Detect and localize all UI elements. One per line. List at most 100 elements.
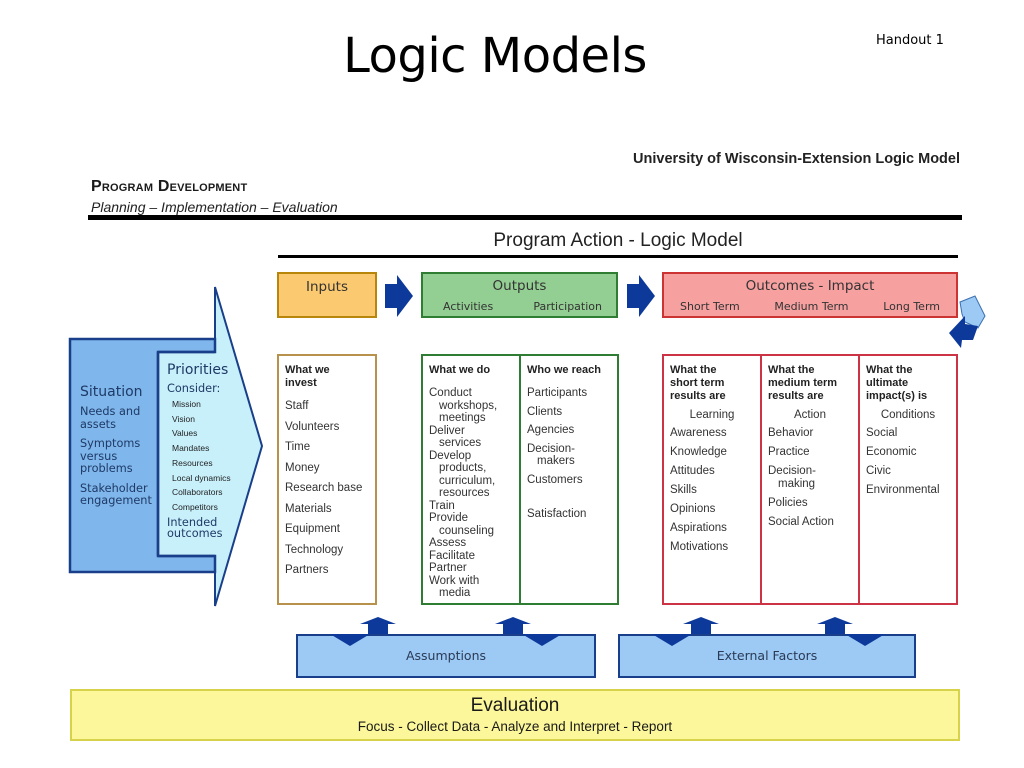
situation-item-line: Symptoms	[80, 437, 141, 450]
input-item: Research base	[285, 482, 363, 494]
heading-line: short term	[670, 377, 725, 389]
heading-line: invest	[285, 377, 317, 389]
heading-line: What the	[670, 364, 717, 376]
long-term-category: Conditions	[880, 409, 936, 421]
participation-gap	[527, 492, 617, 508]
medium-term-item-line: Social Action	[768, 515, 834, 528]
long-term-item: Civic	[866, 465, 956, 478]
participation-column-heading: Who we reach	[527, 364, 601, 376]
arrow-inputs-to-outputs	[385, 275, 413, 317]
inputs-header-label: Inputs	[306, 279, 348, 295]
up-arrow-icon	[360, 617, 396, 634]
input-item: Technology	[285, 543, 344, 556]
input-item: Equipment	[285, 523, 340, 535]
heading-line: What we	[285, 364, 330, 376]
assumptions-box: Assumptions	[296, 634, 596, 678]
situation-item-line: Stakeholder	[80, 481, 148, 495]
participation-item-line: makers	[537, 455, 575, 467]
priority-item: Values	[172, 428, 198, 439]
short-term-item: Knowledge	[670, 446, 760, 459]
medium-term-item: Practice	[768, 446, 858, 459]
short-term-item-line: Knowledge	[670, 446, 727, 458]
activity-item-line: Facilitate	[429, 549, 476, 562]
short-term-item-line: Aspirations	[670, 522, 727, 534]
priority-item: Mission	[172, 399, 201, 409]
program-action-title: Program Action - Logic Model	[493, 230, 743, 251]
heading-line: ultimate	[866, 377, 909, 389]
situation-item-line: versus	[80, 449, 118, 463]
input-item: Materials	[285, 502, 332, 515]
situation-item-line: problems	[80, 462, 133, 475]
medium-term-item: Policies	[768, 497, 858, 510]
long-term-item-line: Environmental	[866, 484, 940, 496]
input-item: Staff	[285, 400, 309, 412]
situation-heading: Situation	[80, 384, 143, 400]
external-factors-box: External Factors	[618, 634, 916, 678]
short-term-category: Learning	[689, 409, 735, 421]
heading-line: impact(s) is	[866, 390, 928, 402]
priority-item: Mandates	[172, 443, 210, 454]
priority-item: Local dynamics	[172, 472, 231, 483]
activity-item-line: media	[439, 587, 471, 599]
outputs-subheaders: Activities Participation	[423, 300, 616, 313]
priority-item: Resources	[172, 457, 213, 468]
outcomes-subheader-long: Long Term	[883, 300, 940, 313]
feedback-loop-arrow	[949, 295, 986, 348]
situation-item-line: assets	[80, 417, 116, 431]
activity-item-line: Train	[429, 499, 455, 512]
long-term-item-line: Civic	[866, 465, 891, 477]
priorities-consider-label: Consider:	[167, 382, 221, 395]
medium-term-item: Behavior	[768, 427, 858, 440]
activity-item-line: Partner	[429, 562, 467, 574]
short-term-item-line: Awareness	[670, 427, 727, 439]
heading-line: results are	[768, 390, 824, 402]
activity-item-line: products,	[439, 462, 487, 474]
loop-arrow-top-icon	[959, 295, 986, 329]
short-term-item-line: Motivations	[670, 541, 729, 553]
intended-outcomes-line: outcomes	[167, 527, 223, 541]
activity-item-line: Assess	[429, 537, 467, 549]
outputs-subheader-participation: Participation	[533, 300, 602, 313]
outputs-header: Outputs Activities Participation	[421, 272, 618, 318]
outcomes-header-label: Outcomes - Impact	[745, 278, 875, 294]
participation-item-line: Customers	[527, 473, 583, 486]
activity-item-line: curriculum,	[439, 474, 496, 487]
participation-item: Participants	[527, 387, 617, 400]
slide-title: Logic Models	[343, 28, 647, 84]
input-item: Money	[285, 461, 320, 474]
heading-line: medium term	[768, 377, 838, 389]
right-arrow-icon	[627, 275, 655, 317]
activity-item-line: Develop	[429, 449, 472, 462]
heading-line: What the	[768, 364, 815, 376]
priority-item: Collaborators	[172, 487, 223, 498]
medium-term-item-line: Behavior	[768, 427, 814, 439]
evaluation-band: Evaluation Focus - Collect Data - Analyz…	[70, 689, 960, 741]
medium-term-category: Action	[794, 409, 826, 421]
short-term-item-line: Opinions	[670, 503, 716, 515]
right-arrow-icon	[385, 275, 413, 317]
participation-item: Agencies	[527, 424, 617, 437]
up-arrow-icon	[817, 617, 853, 634]
outcomes-subheader-short: Short Term	[680, 300, 740, 313]
outcomes-header: Outcomes - Impact Short Term Medium Term…	[662, 272, 958, 318]
short-term-item-line: Skills	[670, 484, 697, 496]
participation-item: Customers	[527, 474, 617, 487]
participation-satisfaction: Satisfaction	[527, 508, 587, 520]
input-item: Volunteers	[285, 420, 340, 433]
source-title: University of Wisconsin-Extension Logic …	[633, 151, 960, 167]
